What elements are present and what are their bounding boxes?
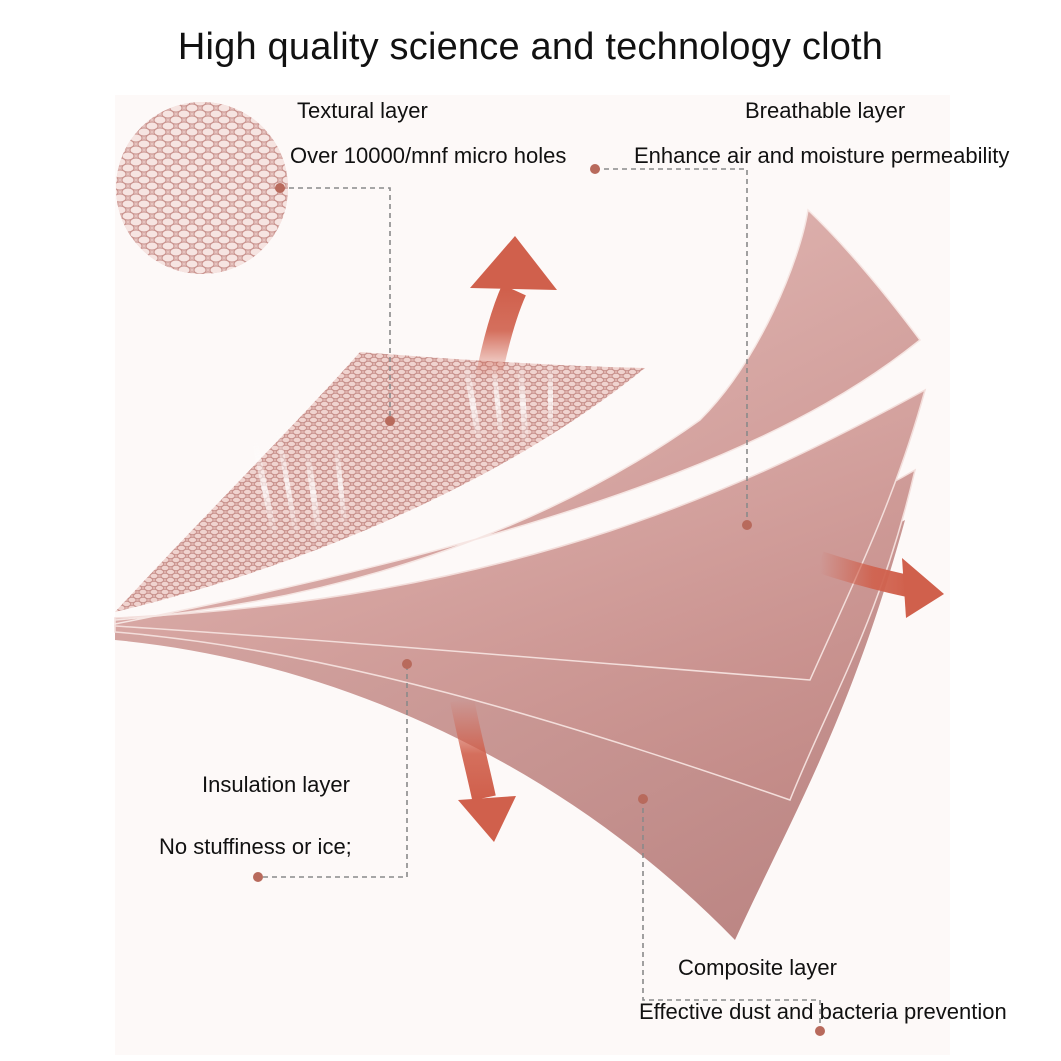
leader-insulation (258, 665, 408, 878)
arrow-right-icon (816, 551, 944, 618)
arrow-up-icon (470, 236, 557, 383)
marker-textural-sheet (385, 416, 395, 426)
leader-lines (258, 168, 821, 1030)
marker-textural-circle (275, 183, 285, 193)
textural-layer-name: Textural layer (297, 98, 428, 123)
markers (253, 164, 825, 1036)
marker-composite-label (815, 1026, 825, 1036)
marker-breathable-top (590, 164, 600, 174)
insulation-layer-description: No stuffiness or ice; (159, 834, 352, 859)
breathable-layer-sheet (114, 208, 922, 625)
marker-breathable-sheet (742, 520, 752, 530)
leader-composite (642, 799, 821, 1030)
insulation-layer-name: Insulation layer (202, 772, 350, 797)
breathable-layer-description: Enhance air and moisture permeability (634, 143, 1010, 168)
textural-layer-description: Over 10000/mnf micro holes (290, 143, 567, 168)
insulation-layer-sheet (114, 388, 927, 681)
marker-composite-sheet (638, 794, 648, 804)
leader-textural (280, 187, 391, 420)
leader-breathable (595, 168, 748, 524)
marker-insulation-label (253, 872, 263, 882)
composite-layer-name: Composite layer (678, 955, 837, 980)
arrow-down-icon (450, 697, 516, 842)
composite-layer-description: Effective dust and bacteria prevention (639, 999, 1007, 1024)
page-title: High quality science and technology clot… (177, 26, 884, 68)
marker-insulation-sheet (402, 659, 412, 669)
breathable-layer-name: Breathable layer (745, 98, 906, 123)
steam-effect (251, 354, 553, 540)
textural-layer-sheet (115, 352, 645, 612)
texture-magnifier (116, 102, 288, 274)
